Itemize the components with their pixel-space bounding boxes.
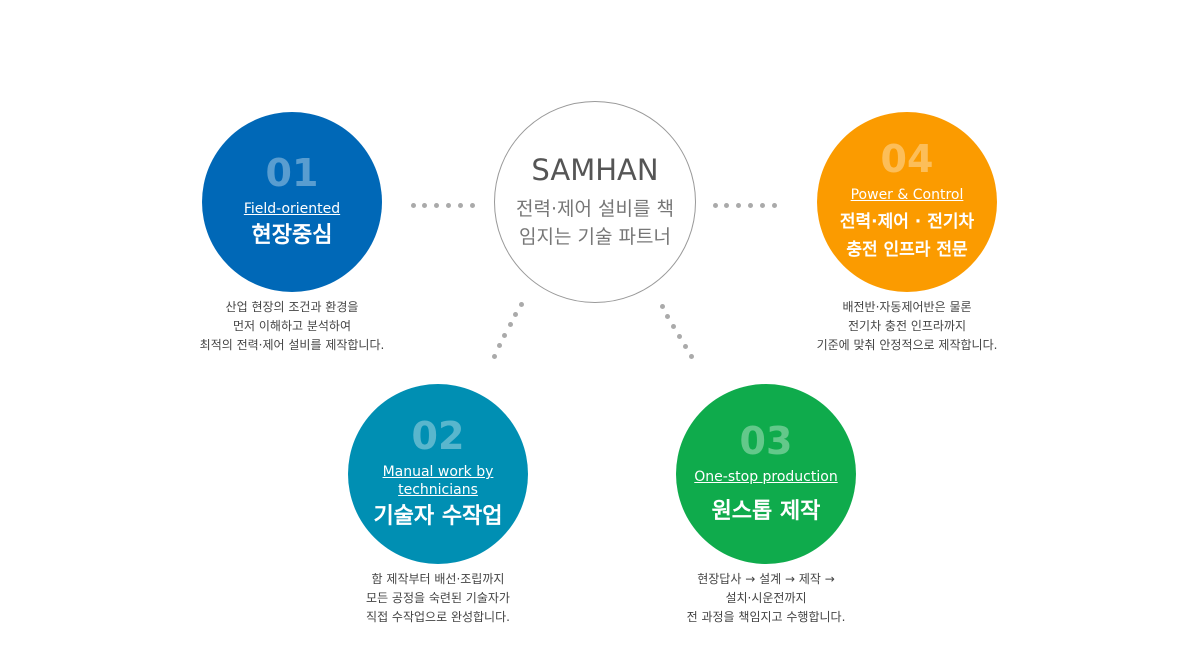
feature-desc-04: 배전반·자동제어반은 물론 전기차 충전 인프라까지 기준에 맞춰 안정적으로 … — [777, 298, 1037, 355]
feature-ko-title: 전력·제어 · 전기차 충전 인프라 전문 — [839, 212, 975, 260]
connector-dot — [688, 353, 694, 359]
desc-line: 최적의 전력·제어 설비를 제작합니다. — [199, 338, 385, 352]
connector-dot — [410, 202, 416, 208]
connector-dot — [518, 301, 524, 307]
brand-subtitle-1: 전력·제어 설비를 책 — [516, 198, 674, 220]
feature-ko-title: 원스톱 제작 — [711, 499, 821, 524]
feature-number: 01 — [265, 151, 319, 195]
feature-en-title: Field-oriented — [243, 201, 341, 217]
desc-line: 직접 수작업으로 완성합니다. — [366, 610, 510, 624]
feature-ko-title: 현장중심 — [251, 223, 333, 248]
feature-desc-03: 현장답사 → 설계 → 제작 → 설치·시운전까지 전 과정을 책임지고 수행합… — [636, 570, 896, 627]
feature-number: 03 — [739, 419, 793, 463]
feature-number: 02 — [411, 414, 465, 458]
connector-dot — [736, 202, 742, 208]
feature-ko-title: 기술자 수작업 — [373, 504, 503, 529]
desc-line: 모든 공정을 숙련된 기술자가 — [366, 591, 510, 605]
connector-dot — [502, 332, 508, 338]
feature-circle-02: 02 Manual work by technicians 기술자 수작업 — [348, 384, 528, 564]
connector-dot — [682, 343, 688, 349]
connector-dot — [469, 202, 475, 208]
connector-dot — [771, 202, 777, 208]
connector-dot — [712, 202, 718, 208]
desc-line: 함 제작부터 배선·조립까지 — [371, 572, 505, 586]
brand-title: SAMHAN — [531, 153, 659, 187]
feature-number: 04 — [880, 137, 934, 181]
desc-line: 먼저 이해하고 분석하여 — [232, 319, 352, 333]
feature-desc-02: 함 제작부터 배선·조립까지 모든 공정을 숙련된 기술자가 직접 수작업으로 … — [308, 570, 568, 627]
connector-dot — [422, 202, 428, 208]
feature-circle-01: 01 Field-oriented 현장중심 — [202, 112, 382, 292]
desc-line: 설치·시운전까지 — [725, 591, 807, 605]
desc-line: 산업 현장의 조건과 환경을 — [225, 300, 359, 314]
desc-line: 전기차 충전 인프라까지 — [847, 319, 967, 333]
feature-circle-03: 03 One-stop production 원스톱 제작 — [676, 384, 856, 564]
feature-desc-01: 산업 현장의 조건과 환경을 먼저 이해하고 분석하여 최적의 전력·제어 설비… — [162, 298, 422, 355]
connector-dot — [676, 333, 682, 339]
feature-circle-04: 04 Power & Control 전력·제어 · 전기차 충전 인프라 전문 — [817, 112, 997, 292]
feature-en-title: One-stop production — [694, 469, 838, 485]
desc-line: 기준에 맞춰 안정적으로 제작합니다. — [816, 338, 998, 352]
feature-en-title: Manual work by technicians — [382, 464, 494, 498]
connector-dot — [491, 353, 497, 359]
connector-dot — [513, 311, 519, 317]
connector-dot — [665, 313, 671, 319]
feature-en-title: Power & Control — [850, 187, 964, 203]
connector-dot — [496, 343, 502, 349]
connector-dot — [759, 202, 765, 208]
connector-dot — [747, 202, 753, 208]
desc-line: 전 과정을 책임지고 수행합니다. — [686, 610, 846, 624]
brand-subtitle-2: 임지는 기술 파트너 — [519, 226, 671, 248]
connector-dot — [457, 202, 463, 208]
connector-dot — [445, 202, 451, 208]
connector-dot — [659, 303, 665, 309]
center-circle: SAMHAN 전력·제어 설비를 책 임지는 기술 파트너 — [494, 101, 696, 303]
desc-line: 배전반·자동제어반은 물론 — [842, 300, 972, 314]
connector-dot — [507, 322, 513, 328]
connector-dot — [434, 202, 440, 208]
connector-dot — [724, 202, 730, 208]
desc-line: 현장답사 → 설계 → 제작 → — [697, 572, 835, 586]
connector-dot — [671, 323, 677, 329]
